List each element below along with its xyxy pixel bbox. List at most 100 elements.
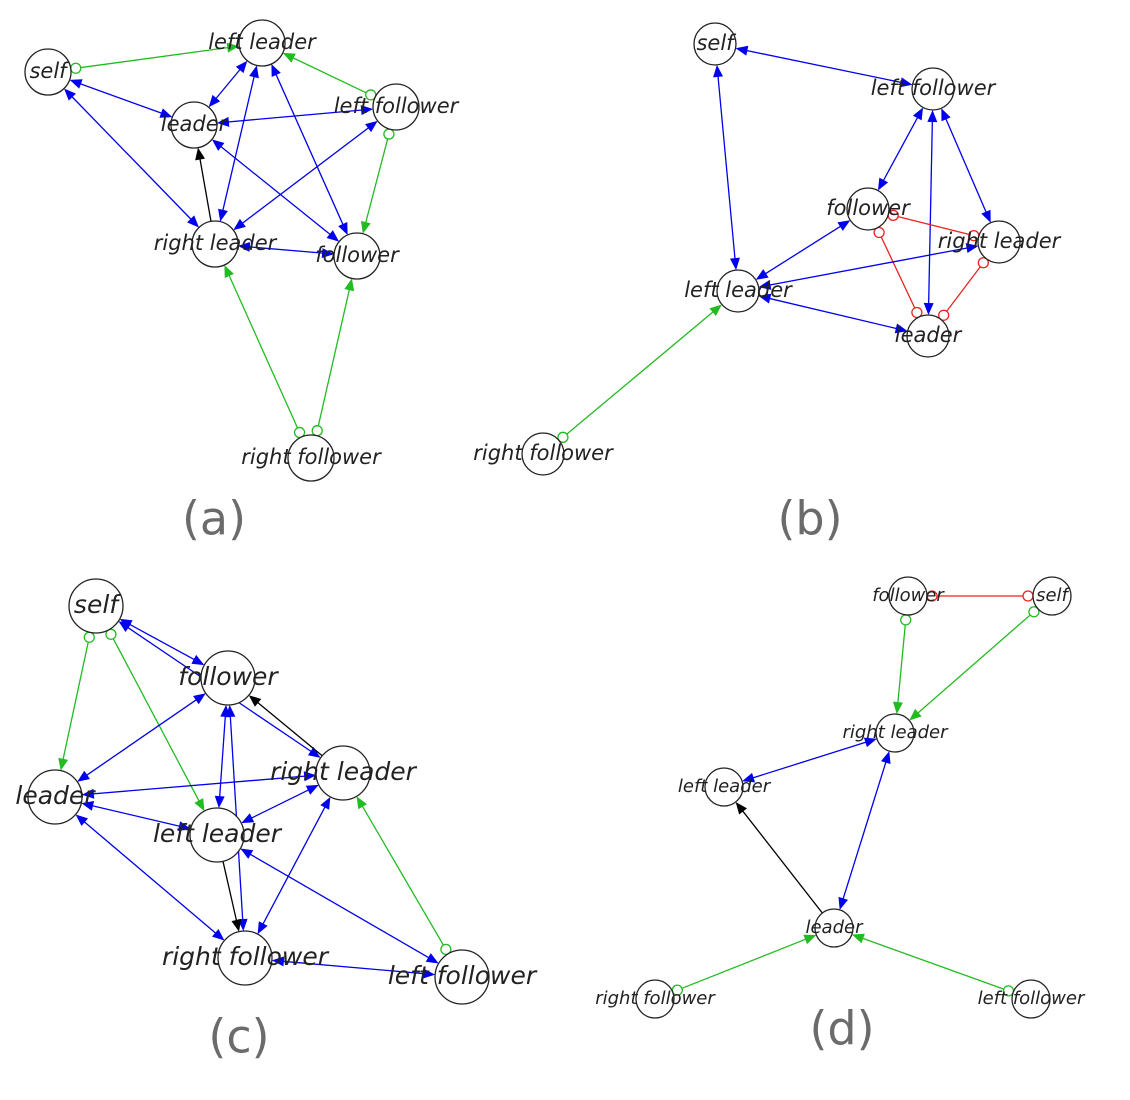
node-c-self: self: [68, 578, 124, 634]
edge-c-left_leader-left_follower: [240, 848, 439, 964]
arrowhead: [923, 302, 934, 316]
node-circle: [24, 48, 72, 96]
arrowhead: [735, 45, 749, 56]
edge-a-left_leader-follower: [271, 64, 348, 235]
panel-caption-b: (b): [777, 492, 842, 546]
node-d-follower: follower: [872, 576, 945, 616]
edge-d-left_follower-leader: [851, 933, 1015, 997]
node-label: left follower: [871, 76, 997, 100]
edge-c-right_leader-follower: [248, 695, 323, 757]
edge-c-leader-right_leader: [81, 771, 317, 799]
edge-b-right_leader-left_leader: [758, 243, 979, 290]
node-circle: [170, 101, 218, 149]
circle-mark: [938, 309, 950, 321]
circle-mark: [440, 943, 452, 956]
node-a-self: self: [24, 48, 72, 96]
node-circle: [1011, 979, 1051, 1019]
arrowhead: [894, 323, 908, 334]
arrowhead: [851, 933, 865, 944]
edge-a-leader-follower: [211, 139, 340, 242]
arrowhead: [735, 801, 748, 815]
edge-a-self-leader: [69, 79, 173, 118]
node-b-right-follower: right follower: [473, 432, 614, 476]
arrowhead: [118, 621, 132, 632]
node-circle: [372, 83, 420, 131]
nodes-layer: self left leader leader left follower right …: [15, 19, 1086, 1019]
arrowhead: [81, 788, 95, 799]
arrowhead: [838, 896, 849, 910]
arrowhead: [240, 848, 254, 859]
arrowhead: [965, 243, 979, 254]
arrowhead: [909, 708, 922, 721]
node-c-follower: follower: [178, 650, 279, 706]
edge-a-left_leader-right_leader: [218, 65, 259, 222]
edge-d-leader-left_leader: [735, 801, 823, 914]
node-circle: [704, 767, 744, 807]
edge-line: [88, 804, 184, 828]
node-circle: [68, 578, 124, 634]
node-label: left leader: [153, 819, 283, 848]
edge-line: [274, 71, 345, 228]
edge-a-right_leader-follower: [237, 241, 335, 259]
node-a-leader: leader: [161, 101, 229, 149]
node-d-left-leader: left leader: [678, 767, 772, 807]
node-d-self: self: [1032, 576, 1072, 616]
node-label: leader: [805, 917, 864, 938]
arrowhead: [225, 704, 236, 718]
arrowhead: [361, 220, 371, 234]
node-circle: [888, 576, 928, 616]
arrowhead: [257, 921, 268, 935]
arrowhead: [212, 928, 225, 941]
node-label: leader: [161, 112, 229, 136]
arrowhead: [713, 64, 724, 78]
edge-a-left_follower-right_leader: [233, 120, 378, 231]
edge-line: [61, 642, 89, 763]
edge-line: [89, 775, 309, 795]
edge-line: [881, 114, 920, 184]
node-a-left-leader: left leader: [208, 19, 317, 67]
arrowhead: [237, 241, 251, 252]
node-label: left follower: [388, 961, 538, 990]
edge-line: [762, 223, 844, 277]
edge-c-right_follower-left_follower: [271, 956, 436, 979]
edge-b-left_follower-right_leader: [941, 108, 991, 223]
node-label: right follower: [473, 441, 614, 465]
edge-line: [927, 117, 934, 308]
edge-line: [239, 125, 372, 226]
node-circle: [200, 650, 256, 706]
edge-line: [279, 960, 428, 975]
circle-mark: [900, 614, 912, 626]
edge-a-left_follower-left_leader: [282, 52, 377, 101]
arrowhead: [58, 757, 69, 771]
arrowhead: [282, 52, 296, 63]
edge-c-follower-leader: [77, 693, 206, 782]
edge-a-self-left_leader: [70, 42, 240, 74]
edge-b-self-left_leader: [713, 64, 740, 271]
edge-line: [213, 66, 243, 102]
arrowhead: [233, 218, 246, 231]
edge-line: [943, 115, 989, 216]
arrowhead: [191, 654, 205, 666]
arrowhead: [226, 42, 240, 53]
edge-b-self-left_follower: [735, 45, 913, 88]
circle-mark: [83, 631, 95, 643]
arrowhead: [981, 209, 991, 223]
arrowhead: [326, 230, 340, 242]
circle-mark: [105, 628, 117, 640]
node-b-left-follower: left follower: [871, 67, 997, 111]
edge-line: [83, 697, 200, 778]
edge-line: [896, 624, 906, 707]
arrowhead: [321, 248, 335, 259]
edge-c-left_follower-right_leader: [356, 796, 452, 956]
arrowhead: [194, 798, 205, 812]
edge-line: [260, 803, 328, 928]
node-circle: [217, 930, 273, 986]
arrowhead: [803, 934, 817, 945]
arrowhead: [177, 821, 191, 831]
node-b-left-leader: left leader: [684, 269, 793, 313]
edge-line: [217, 143, 334, 238]
node-a-follower: follower: [315, 232, 400, 280]
arrowhead: [81, 801, 95, 811]
edge-c-leader-right_follower: [75, 814, 225, 941]
circle-mark: [557, 431, 569, 443]
